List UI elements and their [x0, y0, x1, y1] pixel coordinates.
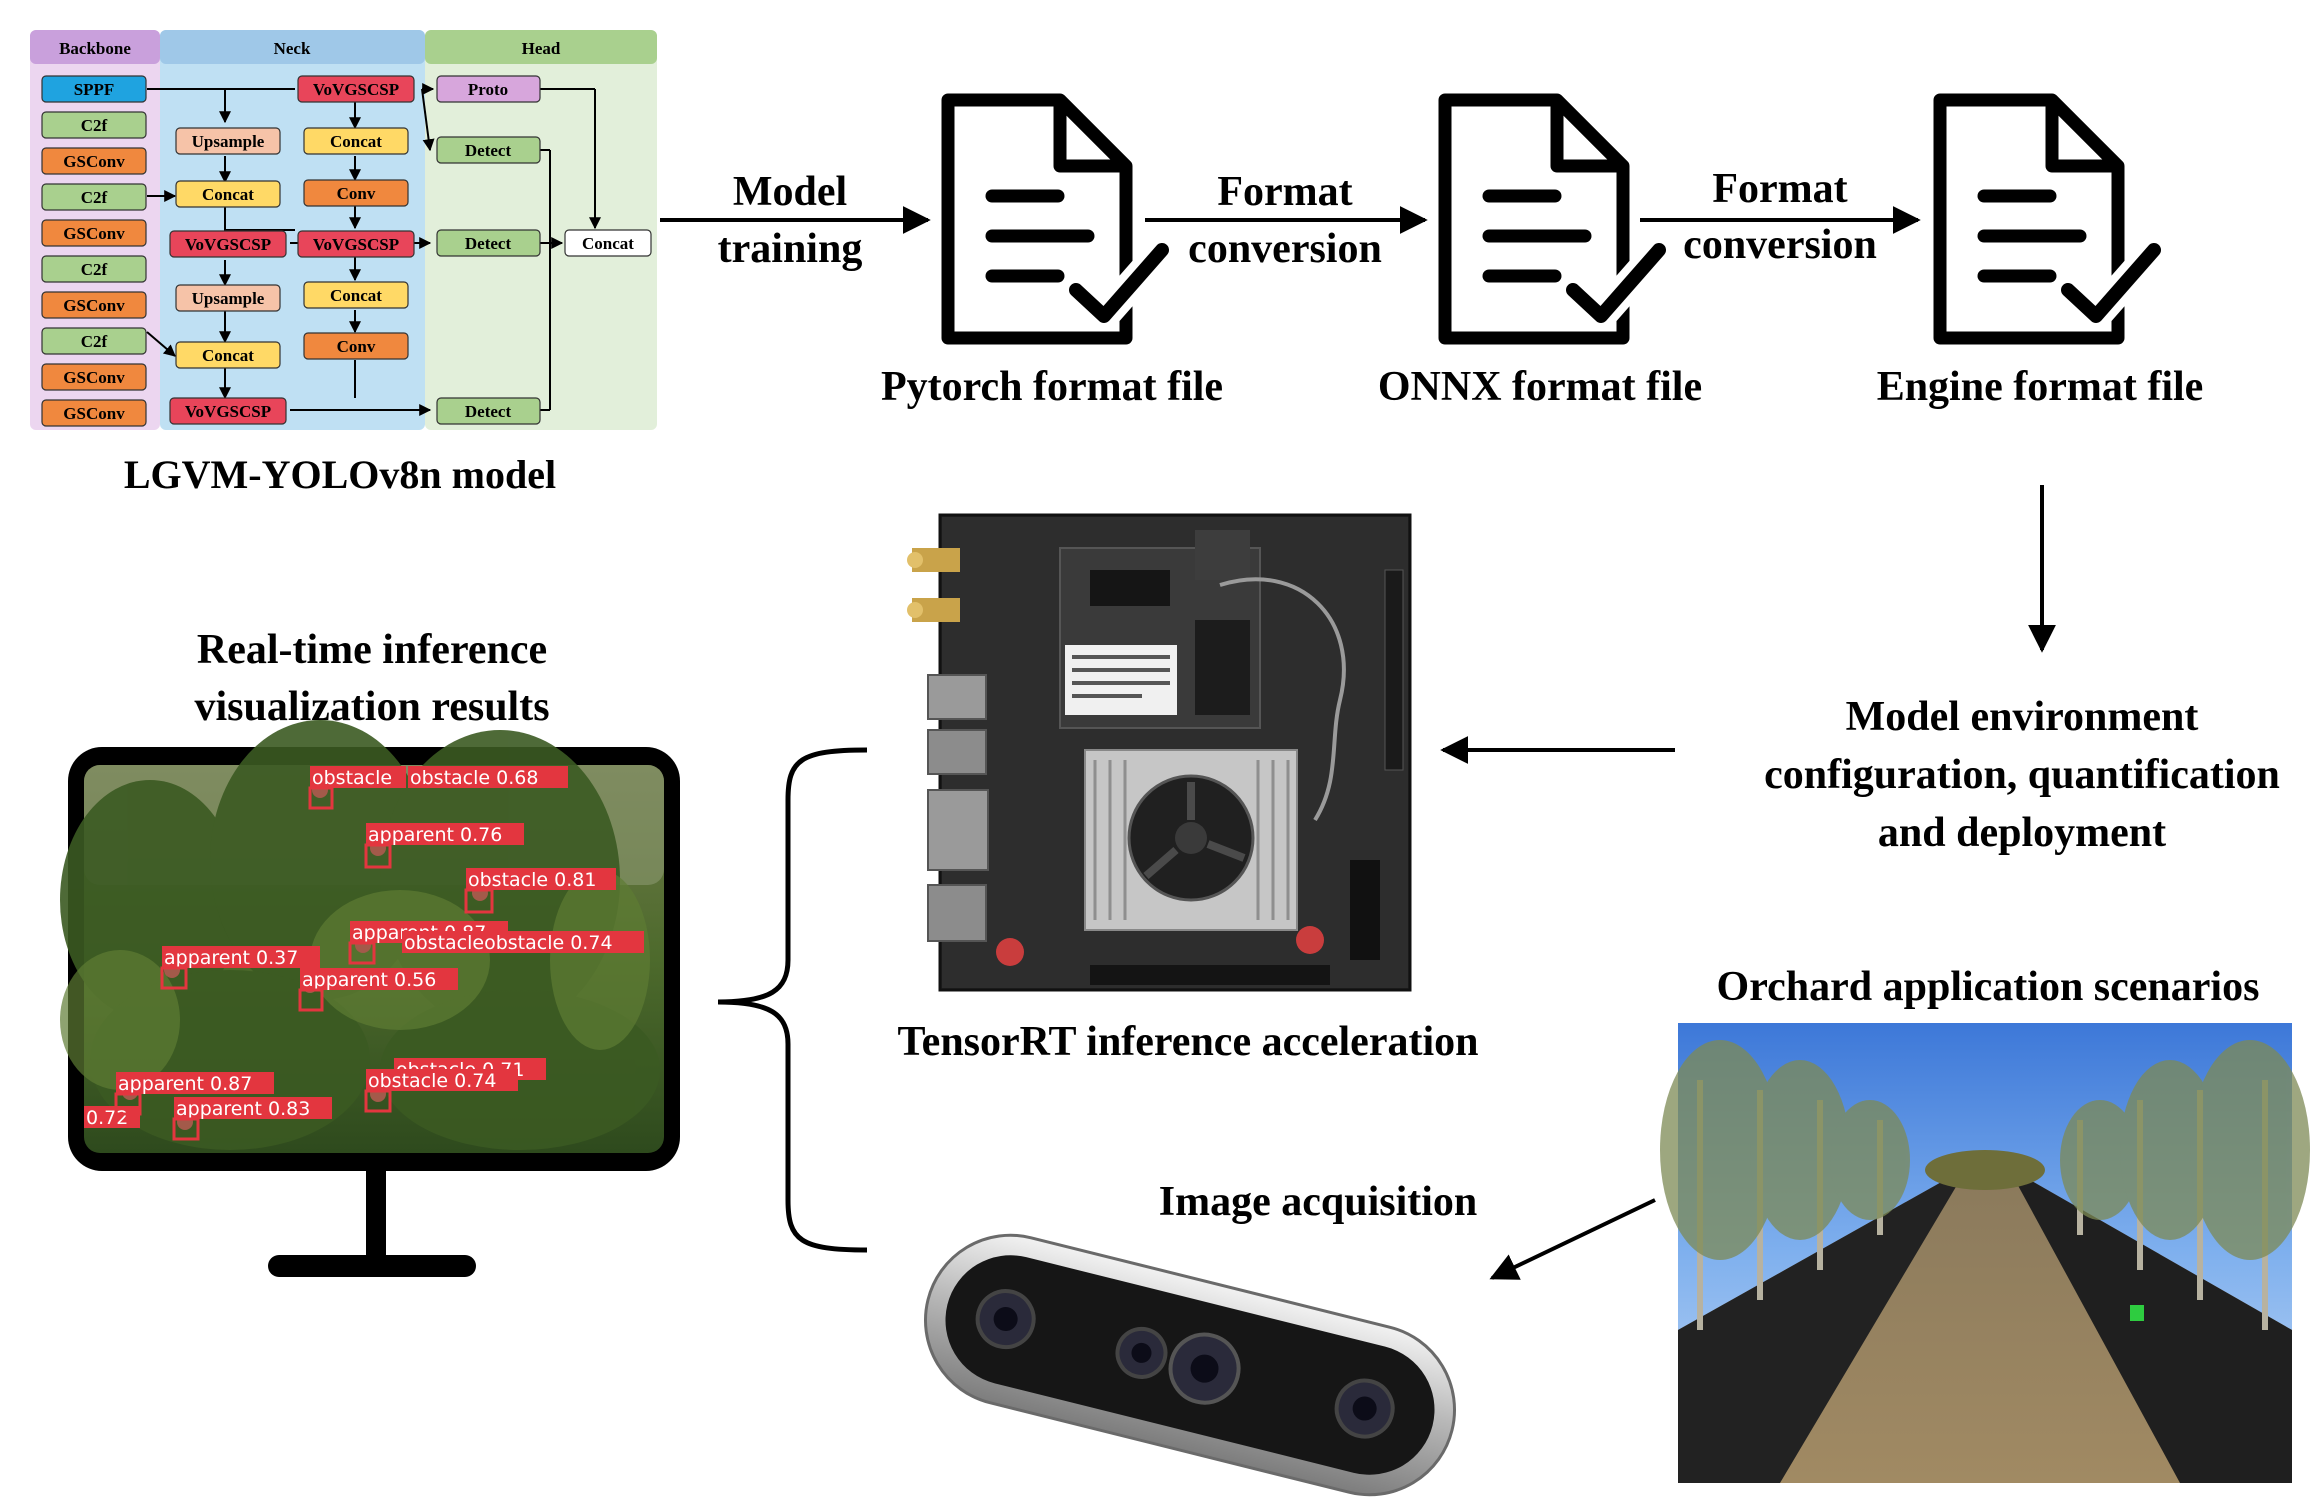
block-vovgscsp: VoVGSCSP [185, 402, 271, 421]
detection-label: apparent 0.76 [368, 824, 502, 846]
block-upsample: Upsample [192, 289, 265, 308]
step-training-line2: training [718, 226, 863, 272]
head-bg [425, 30, 657, 430]
block-upsample: Upsample [192, 132, 265, 151]
block-c2f: C2f [81, 332, 108, 351]
block-proto: Proto [468, 80, 508, 99]
block-conv: Conv [337, 337, 376, 356]
block-concat: Concat [330, 286, 382, 305]
orchard-photo [1660, 1023, 2310, 1483]
model-caption: LGVM-YOLOv8n model [124, 452, 556, 497]
pytorch-file-label: Pytorch format file [881, 364, 1223, 410]
block-detect: Detect [465, 402, 512, 421]
engine-file-label: Engine format file [1877, 364, 2204, 410]
block-conv: Conv [337, 184, 376, 203]
block-gsconv: GSConv [63, 404, 125, 423]
realtime-line1: Real-time inference [197, 627, 547, 673]
step-conversion2-line1: Format [1712, 166, 1847, 212]
detection-label: obstacle 0.81 [468, 869, 596, 891]
jetson-board-image [907, 513, 1412, 992]
detection-label: obstacle 0.74 [368, 1070, 496, 1092]
detection-label: obstacle 0.68 [410, 767, 538, 789]
block-concat: Concat [330, 132, 382, 151]
neck-header [160, 30, 425, 64]
head-column: Proto Detect Detect Detect Concat [436, 75, 652, 425]
block-gsconv: GSConv [63, 224, 125, 243]
deploy-line2: configuration, quantification [1764, 752, 2280, 798]
deploy-line3: and deployment [1878, 810, 2166, 856]
detection-label: apparent 0.87 [118, 1073, 252, 1095]
onnx-file-label: ONNX format file [1378, 364, 1702, 410]
monitor-icon: obstacle obstacle 0.68 apparent 0.76 obs… [60, 720, 680, 1277]
detections: obstacle obstacle 0.68 apparent 0.76 obs… [84, 766, 644, 1129]
block-detect: Detect [465, 234, 512, 253]
head-title: Head [522, 39, 561, 58]
pipeline-arrows [660, 206, 2056, 1280]
step-conversion2-line2: conversion [1683, 222, 1877, 268]
tensorrt-label: TensorRT inference acceleration [898, 1019, 1479, 1065]
block-c2f: C2f [81, 260, 108, 279]
neck-title: Neck [274, 39, 311, 58]
block-c2f: C2f [81, 188, 108, 207]
block-gsconv: GSConv [63, 368, 125, 387]
onnx-file-icon [1438, 93, 1674, 345]
step-training-line1: Model [733, 169, 847, 215]
neck-right-column: VoVGSCSP Concat Conv VoVGSCSP Concat Con… [297, 75, 415, 360]
engine-file-icon [1933, 93, 2169, 345]
step-conversion1-line1: Format [1217, 169, 1352, 215]
detection-label: apparent 0.37 [164, 947, 298, 969]
block-vovgscsp: VoVGSCSP [185, 235, 271, 254]
deploy-line1: Model environment [1846, 694, 2199, 740]
block-vovgscsp: VoVGSCSP [313, 235, 399, 254]
block-concat: Concat [202, 346, 254, 365]
block-head-concat: Concat [582, 234, 634, 253]
step-conversion1-line2: conversion [1188, 226, 1382, 272]
detection-label: apparent 0.83 [176, 1098, 310, 1120]
pytorch-file-icon [941, 93, 1177, 345]
neck-left-column: Upsample Concat VoVGSCSP Upsample Concat… [169, 127, 287, 425]
backbone-title: Backbone [59, 39, 131, 58]
detection-label: apparent 0.56 [302, 969, 436, 991]
block-gsconv: GSConv [63, 152, 125, 171]
head-header [425, 30, 657, 64]
backbone-column: SPPF C2f GSConv C2f GSConv C2f GSConv C2… [41, 75, 147, 427]
block-c2f: C2f [81, 116, 108, 135]
block-gsconv: GSConv [63, 296, 125, 315]
orchard-label: Orchard application scenarios [1717, 964, 2260, 1010]
image-acquisition-label: Image acquisition [1159, 1179, 1478, 1225]
detection-label: obstacle [312, 767, 392, 789]
realtime-line2: visualization results [194, 684, 549, 730]
detection-label: 0.72 [86, 1107, 128, 1129]
backbone-header [30, 30, 160, 64]
block-concat: Concat [202, 185, 254, 204]
block-detect: Detect [465, 141, 512, 160]
model-architecture: Backbone Neck Head [30, 30, 657, 497]
block-vovgscsp: VoVGSCSP [313, 80, 399, 99]
detection-label: obstacleobstacle 0.74 [404, 932, 613, 954]
depth-camera-icon [923, 1233, 1457, 1497]
block-sppf: SPPF [74, 80, 115, 99]
brace-connector [717, 747, 868, 1253]
